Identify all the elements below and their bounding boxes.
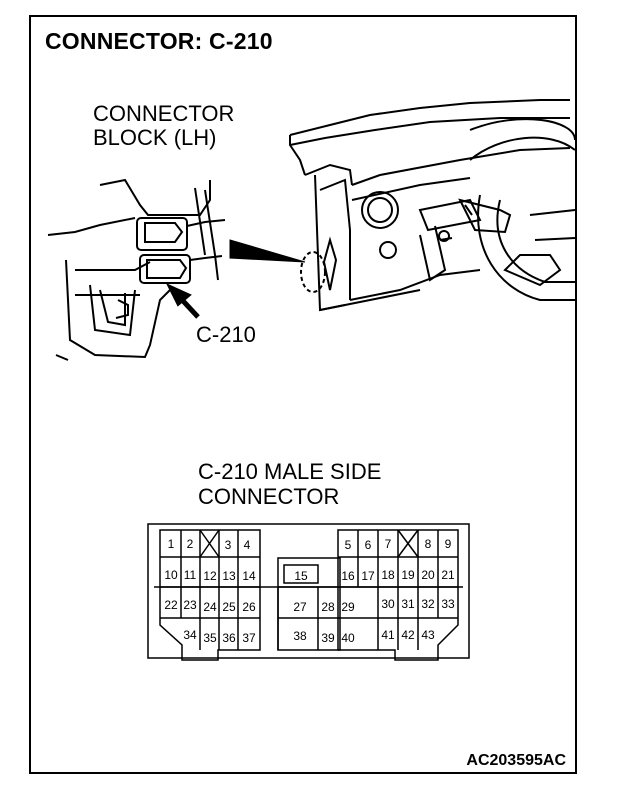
pin-label: 36 — [222, 631, 236, 645]
pin-label: 10 — [164, 568, 178, 582]
pin-label: 19 — [401, 568, 415, 582]
pin-label: 41 — [381, 628, 395, 642]
pin-label: 9 — [444, 537, 452, 551]
pin-label: 8 — [424, 537, 432, 551]
pin-label: 4 — [243, 538, 251, 552]
pin-label: 11 — [183, 568, 197, 582]
pin-label: 16 — [341, 569, 355, 583]
pin-label: 24 — [203, 600, 217, 614]
pin-label: 39 — [321, 631, 335, 645]
pin-label: 3 — [224, 538, 232, 552]
pin-label: 25 — [222, 600, 236, 614]
pin-label: 12 — [203, 569, 217, 583]
pin-label: 20 — [421, 568, 435, 582]
pin-label: 6 — [364, 538, 372, 552]
male-side-label-1: C-210 MALE SIDE — [198, 459, 382, 484]
connector-block-label-1: CONNECTOR — [93, 101, 235, 126]
page-title: CONNECTOR: C-210 — [45, 28, 273, 54]
pin-label: 40 — [341, 631, 355, 645]
pin-label: 29 — [341, 600, 355, 614]
pin-label: 21 — [441, 568, 455, 582]
pin-label: 34 — [183, 628, 197, 642]
figure-code: AC203595AC — [466, 752, 566, 769]
connector-block-label-2: BLOCK (LH) — [93, 125, 217, 150]
pin-label: 15 — [294, 569, 308, 583]
connector-block-drawing — [47, 178, 226, 361]
pin-label: 30 — [381, 597, 395, 611]
pin-label: 31 — [401, 597, 415, 611]
pin-label: 2 — [186, 537, 194, 551]
pin-label: 23 — [183, 598, 197, 612]
pin-label: 38 — [293, 629, 307, 643]
pin-label: 42 — [401, 628, 415, 642]
pin-label: 7 — [384, 537, 392, 551]
pin-label: 1 — [167, 537, 175, 551]
c210-callout: C-210 — [196, 322, 256, 347]
pin-label: 17 — [361, 569, 375, 583]
pin-label: 33 — [441, 597, 455, 611]
pin-label: 22 — [164, 598, 178, 612]
pin-label: 43 — [421, 628, 435, 642]
pin-label: 26 — [242, 600, 256, 614]
pin-label: 27 — [293, 600, 307, 614]
pin-label: 18 — [381, 568, 395, 582]
pin-label: 5 — [344, 538, 352, 552]
pin-label: 35 — [203, 631, 217, 645]
pin-label: 32 — [421, 597, 435, 611]
pin-label: 37 — [242, 631, 256, 645]
connector-face — [147, 523, 470, 661]
pin-label: 14 — [242, 569, 256, 583]
pin-label: 28 — [321, 600, 335, 614]
dashboard-drawing — [289, 99, 576, 312]
male-side-label-2: CONNECTOR — [198, 484, 340, 509]
pin-label: 13 — [222, 569, 236, 583]
